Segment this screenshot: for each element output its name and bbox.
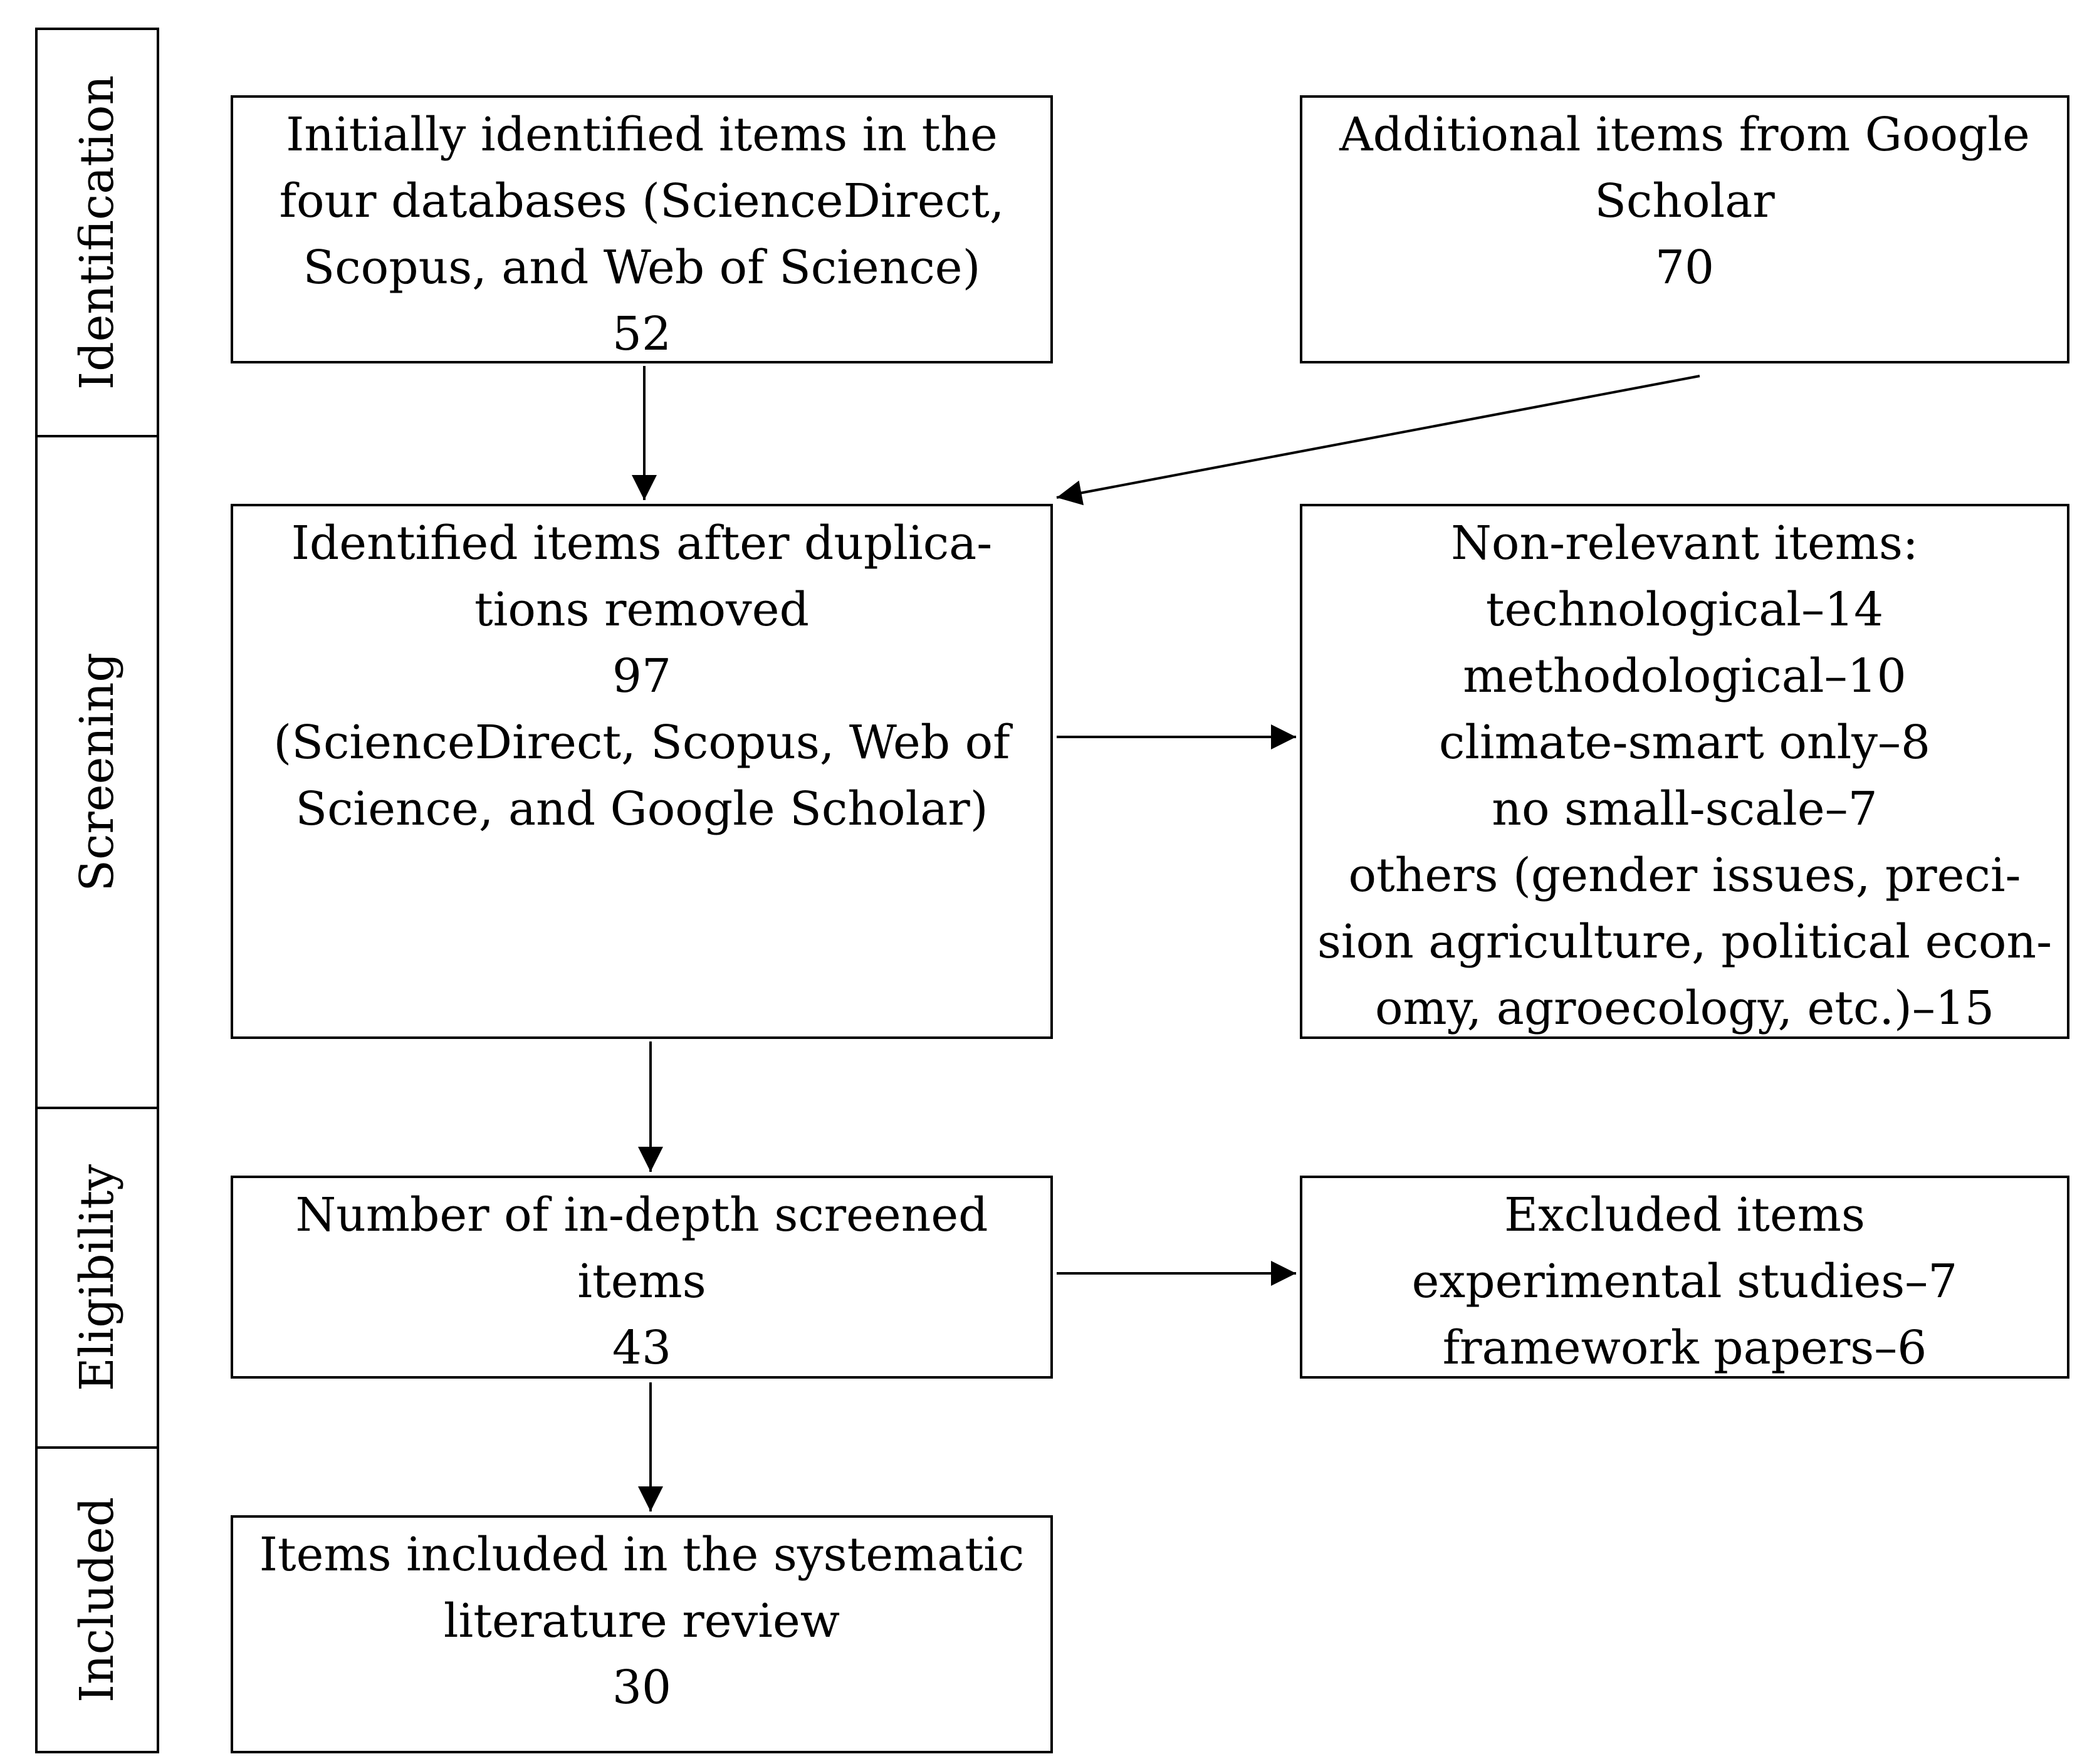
phase-included: Included	[35, 1446, 159, 1753]
box-line: others (gender issues, preci-	[1348, 848, 2021, 902]
box-line: tions removed	[474, 583, 809, 637]
arrow-additional-to-dedup	[1056, 375, 1700, 506]
box-line: Identified items after duplica-	[291, 516, 993, 570]
box-line: items	[577, 1255, 706, 1308]
box-line: framework papers–6	[1442, 1321, 1927, 1375]
box-additional-google-scholar: Additional items from Google Scholar 70	[1300, 95, 2069, 363]
box-line: methodological–10	[1463, 649, 1907, 703]
box-line: no small-scale–7	[1492, 782, 1878, 836]
box-line: Number of in-depth screened	[295, 1188, 988, 1242]
box-count: 97	[612, 649, 672, 703]
box-count: 30	[612, 1661, 672, 1714]
box-count: 43	[612, 1321, 672, 1375]
phase-screening: Screening	[35, 435, 159, 1109]
box-line: Science, and Google Scholar)	[295, 782, 988, 836]
box-line: (ScienceDirect, Scopus, Web of	[273, 716, 1010, 770]
box-line: Additional items from Google	[1339, 108, 2030, 162]
box-non-relevant-items: Non-relevant items: technological–14 met…	[1300, 504, 2069, 1039]
box-line: Initially identified items in the	[286, 108, 998, 162]
box-line: omy, agroecology, etc.)–15	[1374, 981, 1995, 1035]
box-line: Scholar	[1594, 174, 1775, 228]
box-line: Scopus, and Web of Science)	[303, 241, 981, 295]
box-line: Items included in the systematic	[259, 1528, 1025, 1582]
box-after-duplicates-removed: Identified items after duplica- tions re…	[231, 504, 1053, 1039]
box-line: climate-smart only–8	[1438, 716, 1931, 770]
box-in-depth-screened: Number of in-depth screened items 43	[231, 1176, 1053, 1379]
box-initially-identified: Initially identified items in the four d…	[231, 95, 1053, 363]
box-excluded-items: Excluded items experimental studies–7 fr…	[1300, 1176, 2069, 1379]
box-line: four databases (ScienceDirect,	[279, 174, 1005, 228]
box-count: 70	[1655, 241, 1715, 295]
box-line: Non-relevant items:	[1451, 516, 1918, 570]
phase-identification: Identification	[35, 28, 159, 437]
box-line: technological–14	[1485, 583, 1884, 637]
box-count: 52	[612, 307, 672, 361]
box-line: sion agriculture, political econ-	[1317, 915, 2053, 969]
box-line: experimental studies–7	[1411, 1255, 1958, 1308]
box-line: Excluded items	[1504, 1188, 1865, 1242]
box-line: literature review	[443, 1594, 840, 1648]
box-included-in-review: Items included in the systematic literat…	[231, 1515, 1053, 1753]
